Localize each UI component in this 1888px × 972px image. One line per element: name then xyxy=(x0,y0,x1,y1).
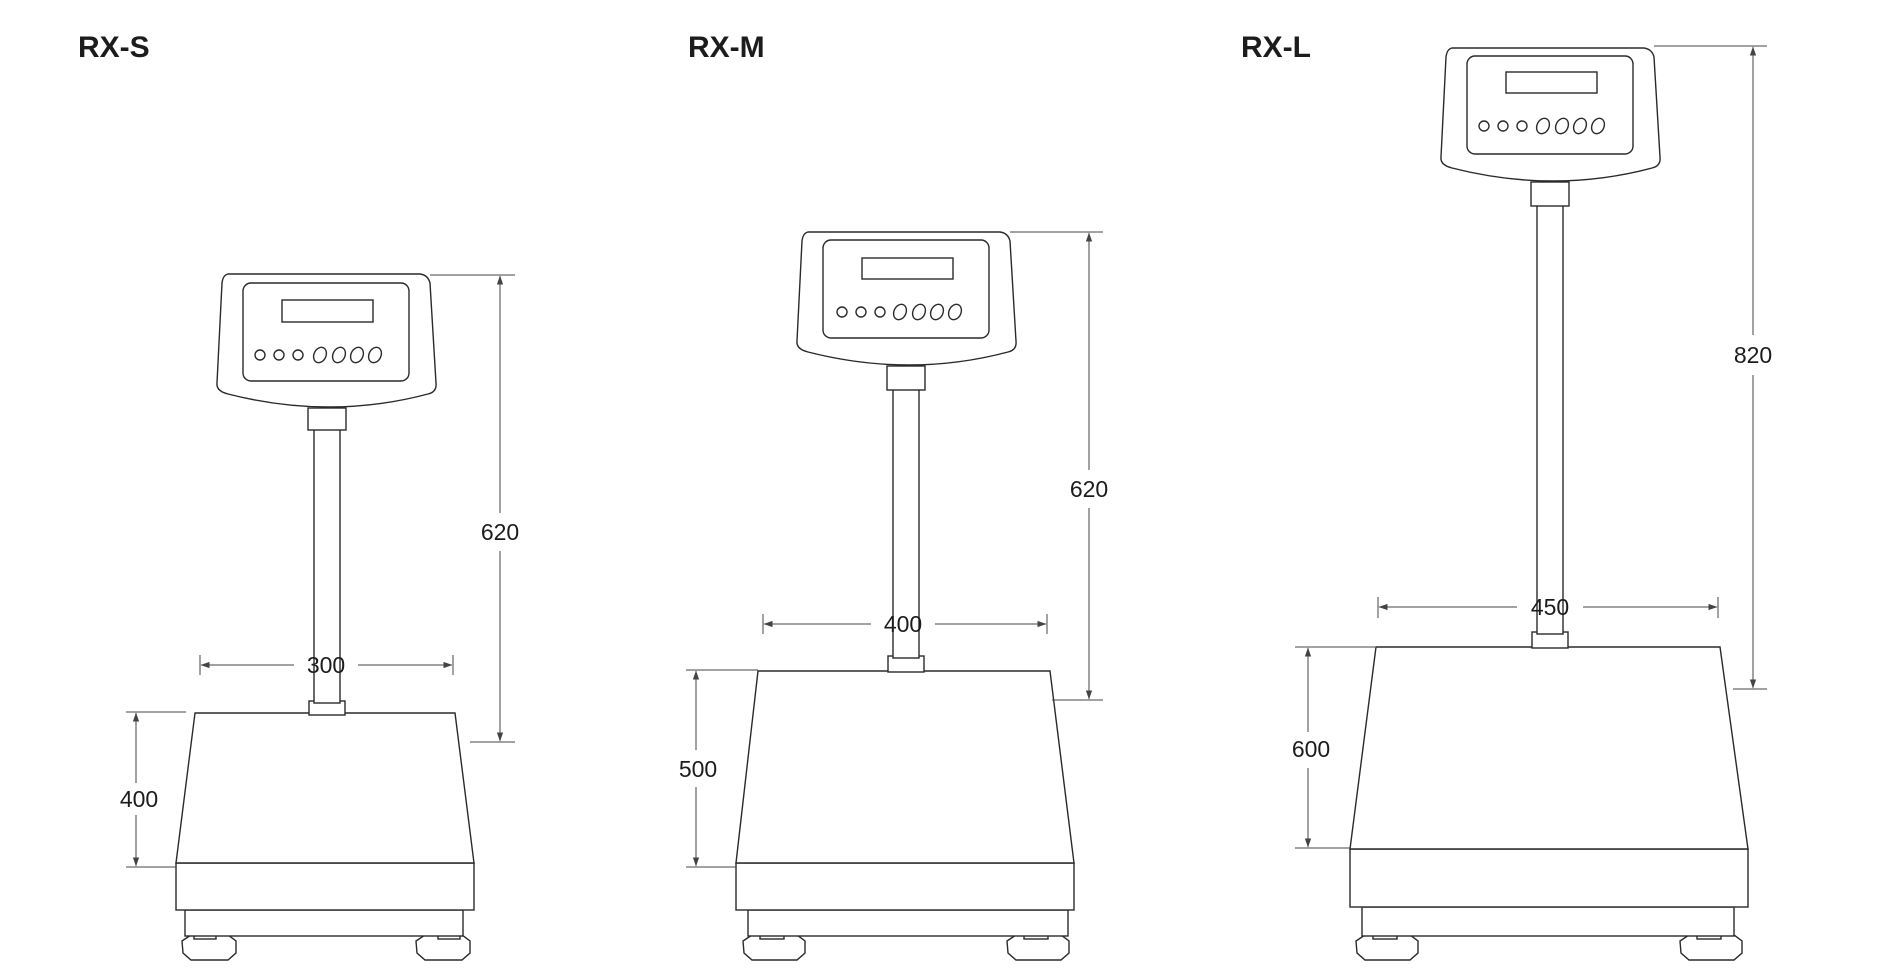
dimension-base-height: 400 xyxy=(120,711,186,868)
feet xyxy=(181,932,471,961)
base-frame xyxy=(747,909,1069,937)
dimension-column-height: 820 xyxy=(1654,45,1772,690)
keypad-buttons xyxy=(1478,117,1606,135)
svg-text:400: 400 xyxy=(884,611,922,637)
column xyxy=(886,365,926,673)
svg-text:450: 450 xyxy=(1531,594,1569,620)
dimension-platform-width: 450 xyxy=(1377,594,1719,620)
display-window xyxy=(861,257,954,280)
indicator-head xyxy=(1440,47,1661,182)
column xyxy=(307,407,347,716)
model-rx-s: RX-S xyxy=(78,31,519,961)
platform xyxy=(175,712,475,911)
dimension-platform-width: 300 xyxy=(199,652,454,678)
model-rx-m: RX-M xyxy=(679,31,1108,961)
svg-text:620: 620 xyxy=(481,519,519,545)
feet xyxy=(1355,932,1743,961)
dimension-platform-width: 400 xyxy=(762,611,1048,637)
svg-text:820: 820 xyxy=(1734,342,1772,368)
feet xyxy=(742,932,1070,961)
model-title-rx-s: RX-S xyxy=(78,31,150,64)
svg-text:500: 500 xyxy=(679,756,717,782)
dimension-base-height: 500 xyxy=(679,669,758,868)
platform xyxy=(1349,646,1749,908)
svg-text:620: 620 xyxy=(1070,476,1108,502)
display-window xyxy=(1505,71,1598,94)
base-frame xyxy=(184,909,464,937)
column xyxy=(1530,181,1570,649)
svg-text:600: 600 xyxy=(1292,736,1330,762)
display-window xyxy=(281,299,374,323)
keypad-buttons xyxy=(836,303,963,321)
dimension-column-height: 620 xyxy=(430,274,519,743)
model-rx-l: RX-L xyxy=(1241,31,1772,961)
model-title-rx-m: RX-M xyxy=(688,31,765,64)
model-title-rx-l: RX-L xyxy=(1241,31,1311,64)
svg-text:300: 300 xyxy=(307,652,345,678)
keypad-buttons xyxy=(254,346,383,364)
indicator-head xyxy=(216,273,437,408)
base-frame xyxy=(1361,906,1735,937)
dimension-column-height: 620 xyxy=(1010,231,1108,701)
svg-text:400: 400 xyxy=(120,786,158,812)
indicator-head xyxy=(796,231,1017,366)
dimension-base-height: 600 xyxy=(1292,646,1375,849)
platform xyxy=(735,670,1075,911)
